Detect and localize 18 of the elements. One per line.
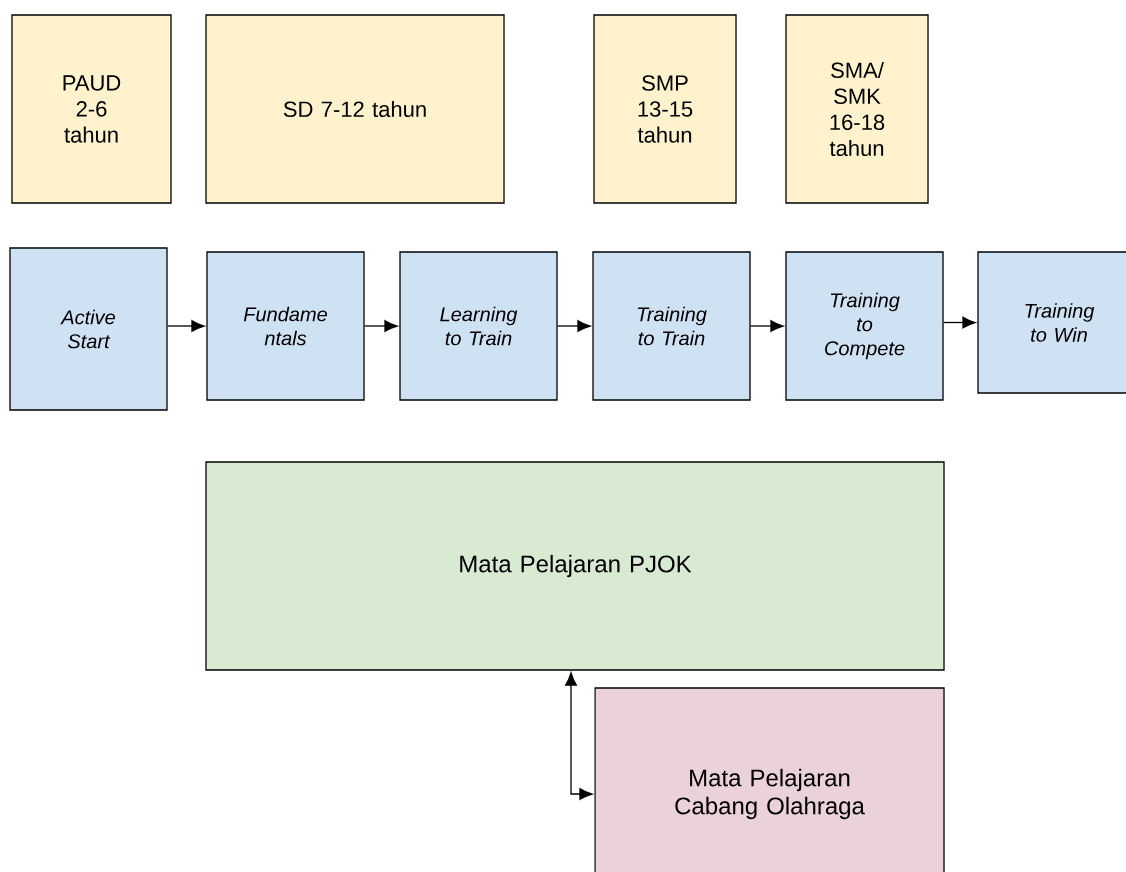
stage-box: Training to Compete (785, 251, 944, 401)
stage-box: Fundame ntals (206, 251, 365, 401)
arrow (750, 320, 784, 332)
level-box: PAUD 2-6 tahun (11, 14, 172, 204)
stage-box: Learning to Train (399, 251, 558, 401)
subject-box: Mata Pelajaran Cabang Olahraga (594, 687, 945, 872)
arrow (943, 316, 976, 329)
stage-box: Active Start (9, 247, 168, 411)
arrow (565, 672, 593, 800)
stage-box: Training to Train (592, 251, 751, 401)
arrow (167, 320, 205, 332)
arrow (364, 320, 398, 332)
level-box: SMP 13-15 tahun (593, 14, 737, 204)
arrow (557, 320, 591, 332)
stage-box: Training to Win (977, 251, 1126, 394)
level-box: SMA/ SMK 16-18 tahun (785, 14, 929, 204)
level-box: SD 7-12 tahun (205, 14, 505, 204)
subject-box: Mata Pelajaran PJOK (205, 461, 945, 671)
